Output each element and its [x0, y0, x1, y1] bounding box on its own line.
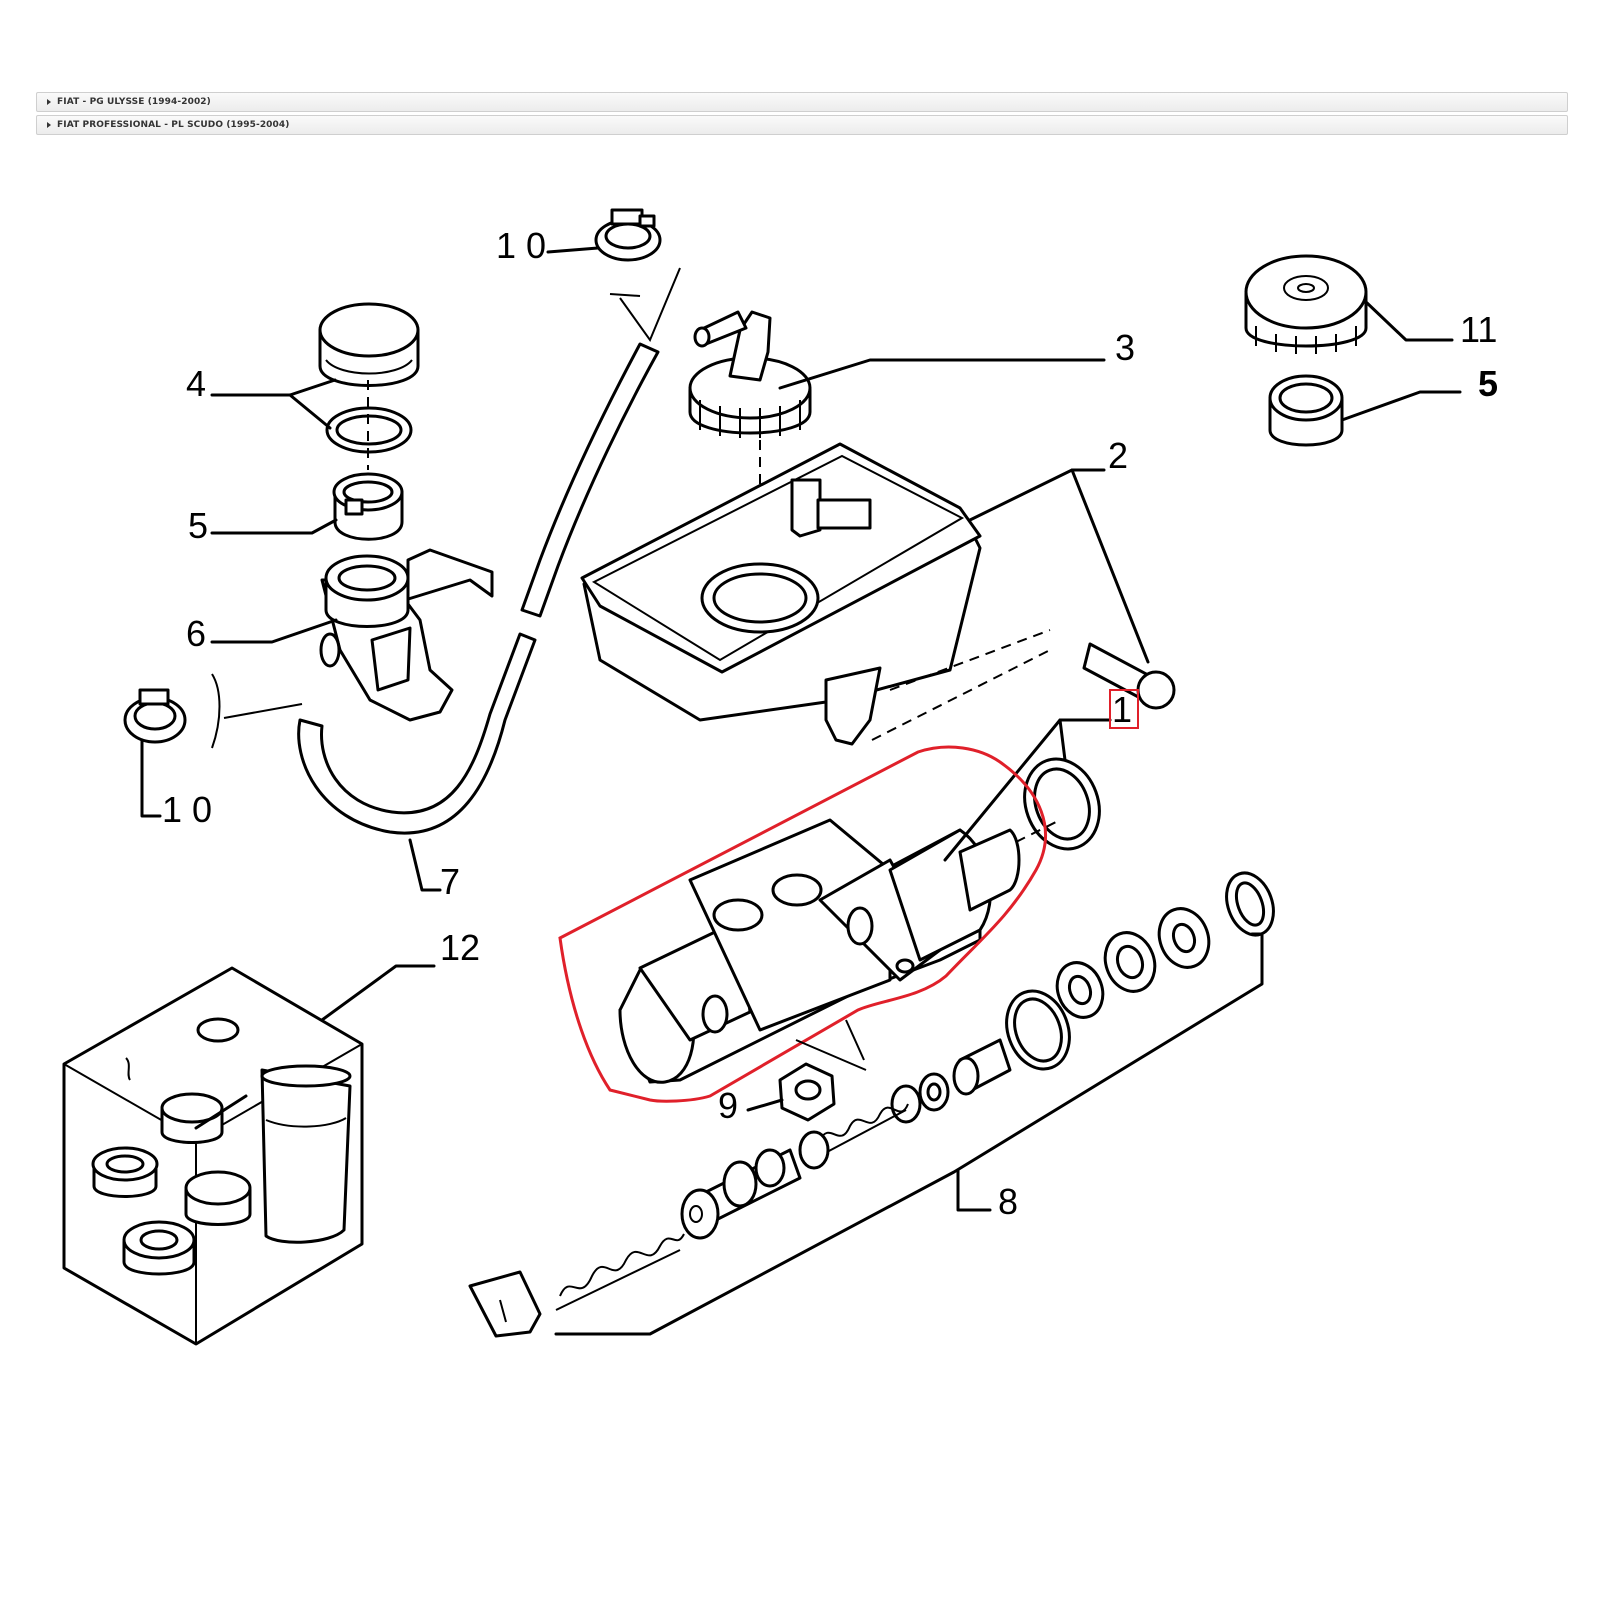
reservoir-cap-11: [1244, 254, 1368, 354]
callout-4: 4: [186, 363, 206, 404]
reservoir-cap-4: [318, 302, 420, 454]
caret-right-icon: [47, 122, 51, 128]
callout-10-left: 1 0: [162, 789, 212, 830]
caret-right-icon: [47, 99, 51, 105]
master-cylinder-1: [618, 818, 1021, 1084]
reservoir-pin: [1082, 642, 1176, 710]
callout-3: 3: [1115, 327, 1135, 368]
filler-neck-6: [319, 548, 494, 722]
callout-12: 12: [440, 927, 480, 968]
reservoir-cap-3: [688, 310, 812, 438]
hose-clamp-left: [123, 688, 187, 744]
fluid-reservoir-2: [580, 442, 982, 746]
callout-1: 1: [1112, 689, 1132, 730]
sleeve-5-right: [1268, 374, 1344, 447]
callout-5-left: 5: [188, 505, 208, 546]
breadcrumb-ulysse[interactable]: FIAT - PG ULYSSE (1994-2002): [36, 92, 1568, 112]
callout-5-right: 5: [1478, 363, 1498, 404]
callout-10-top: 1 0: [496, 225, 546, 266]
o-ring-cylinder: [1023, 757, 1101, 851]
highlight-callout-box: [1109, 689, 1139, 729]
callout-6: 6: [186, 613, 206, 654]
piston-kit-8: [468, 871, 1275, 1338]
highlight-outline: [558, 745, 1047, 1103]
callout-9: 9: [718, 1085, 738, 1126]
callout-8: 8: [998, 1181, 1018, 1222]
callout-2: 2: [1108, 435, 1128, 476]
breadcrumb-scudo[interactable]: FIAT PROFESSIONAL - PL SCUDO (1995-2004): [36, 115, 1568, 135]
callout-11: 11: [1460, 309, 1497, 350]
repair-kit-box-12: [62, 966, 364, 1346]
breadcrumb-label: FIAT PROFESSIONAL - PL SCUDO (1995-2004): [57, 120, 290, 130]
callout-7: 7: [440, 861, 460, 902]
nut-9: [778, 1062, 836, 1122]
hose-clamp-top: [594, 208, 662, 262]
sleeve-5-left: [332, 472, 404, 541]
breadcrumb-label: FIAT - PG ULYSSE (1994-2002): [57, 97, 211, 107]
